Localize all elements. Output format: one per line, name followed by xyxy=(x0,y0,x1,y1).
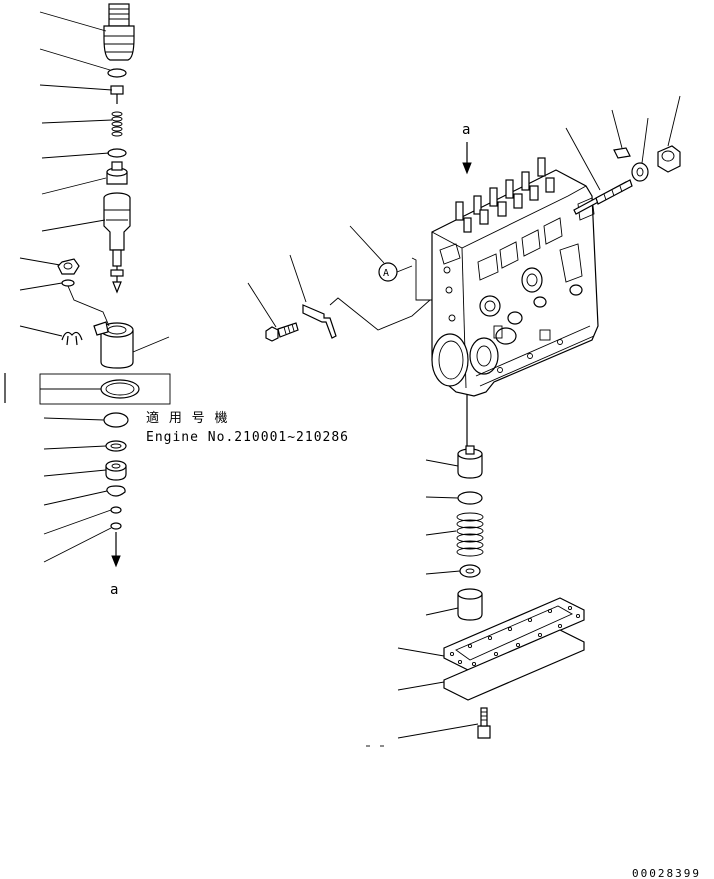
leader-plug-cap xyxy=(667,95,681,147)
left-parts-stack xyxy=(4,3,171,568)
arrow-label-top: a xyxy=(462,122,470,138)
leader-control-rack xyxy=(565,127,601,191)
leader-callout-a xyxy=(349,225,385,264)
cover-bolt xyxy=(477,707,491,739)
leader-bolt xyxy=(247,282,277,328)
clip xyxy=(61,331,83,346)
spring-seat xyxy=(105,440,127,452)
snap-ring xyxy=(106,485,126,497)
engine-number-range: Engine No.210001~210286 xyxy=(146,430,349,445)
bolt xyxy=(265,322,299,342)
delivery-valve xyxy=(106,161,128,185)
pin xyxy=(613,147,631,159)
arrow-label-bottom: a xyxy=(110,582,118,598)
bracket-mount-line xyxy=(329,297,431,331)
gasket xyxy=(107,148,127,158)
down-arrow-left xyxy=(111,532,121,568)
delivery-valve-holder xyxy=(103,3,135,61)
leader-pin xyxy=(611,109,623,149)
small-washer-2 xyxy=(110,522,122,530)
callout-a-text: A xyxy=(383,268,389,279)
o-ring xyxy=(107,68,127,78)
callout-a-link xyxy=(411,257,433,301)
lower-right-stack xyxy=(366,445,585,747)
hex-nut xyxy=(57,258,80,275)
bracket xyxy=(302,304,337,339)
spring-stopper xyxy=(110,85,124,104)
small-cap xyxy=(631,162,649,182)
upper-seat xyxy=(457,491,483,505)
bottom-cover xyxy=(443,629,585,701)
leader-lines-left xyxy=(19,11,170,563)
bolt-bracket-group: A xyxy=(247,225,433,342)
adjusting-collar xyxy=(105,460,127,481)
leader-lines-right xyxy=(366,459,479,747)
washer xyxy=(61,279,75,287)
small-washer-1 xyxy=(110,506,122,514)
control-rack xyxy=(573,179,633,215)
lower-spring-seat xyxy=(459,564,481,578)
drawing-number: 00028399 xyxy=(632,867,701,879)
leader-small-cap xyxy=(641,117,649,164)
leader-bracket xyxy=(289,254,307,303)
roller-tappet-guide xyxy=(457,445,483,479)
delivery-valve-spring xyxy=(111,111,123,137)
down-arrow-top xyxy=(462,142,472,175)
pump-housing xyxy=(431,169,599,397)
bottom-gasket xyxy=(443,597,585,671)
callout-a-marker: A xyxy=(378,262,413,282)
tappet xyxy=(457,588,483,621)
pump-housing-group: a xyxy=(431,95,681,448)
plug-cap xyxy=(657,145,681,173)
plunger-spring xyxy=(456,512,484,557)
pinion-sleeve xyxy=(93,321,134,369)
housing-studs xyxy=(455,157,555,233)
large-seal-ring xyxy=(100,379,140,399)
lower-disc xyxy=(103,412,129,428)
applicability-title: 適 用 号 機 xyxy=(146,410,228,426)
plunger-barrel xyxy=(103,192,131,294)
applicability-note: 適 用 号 機 Engine No.210001~210286 xyxy=(146,410,349,445)
